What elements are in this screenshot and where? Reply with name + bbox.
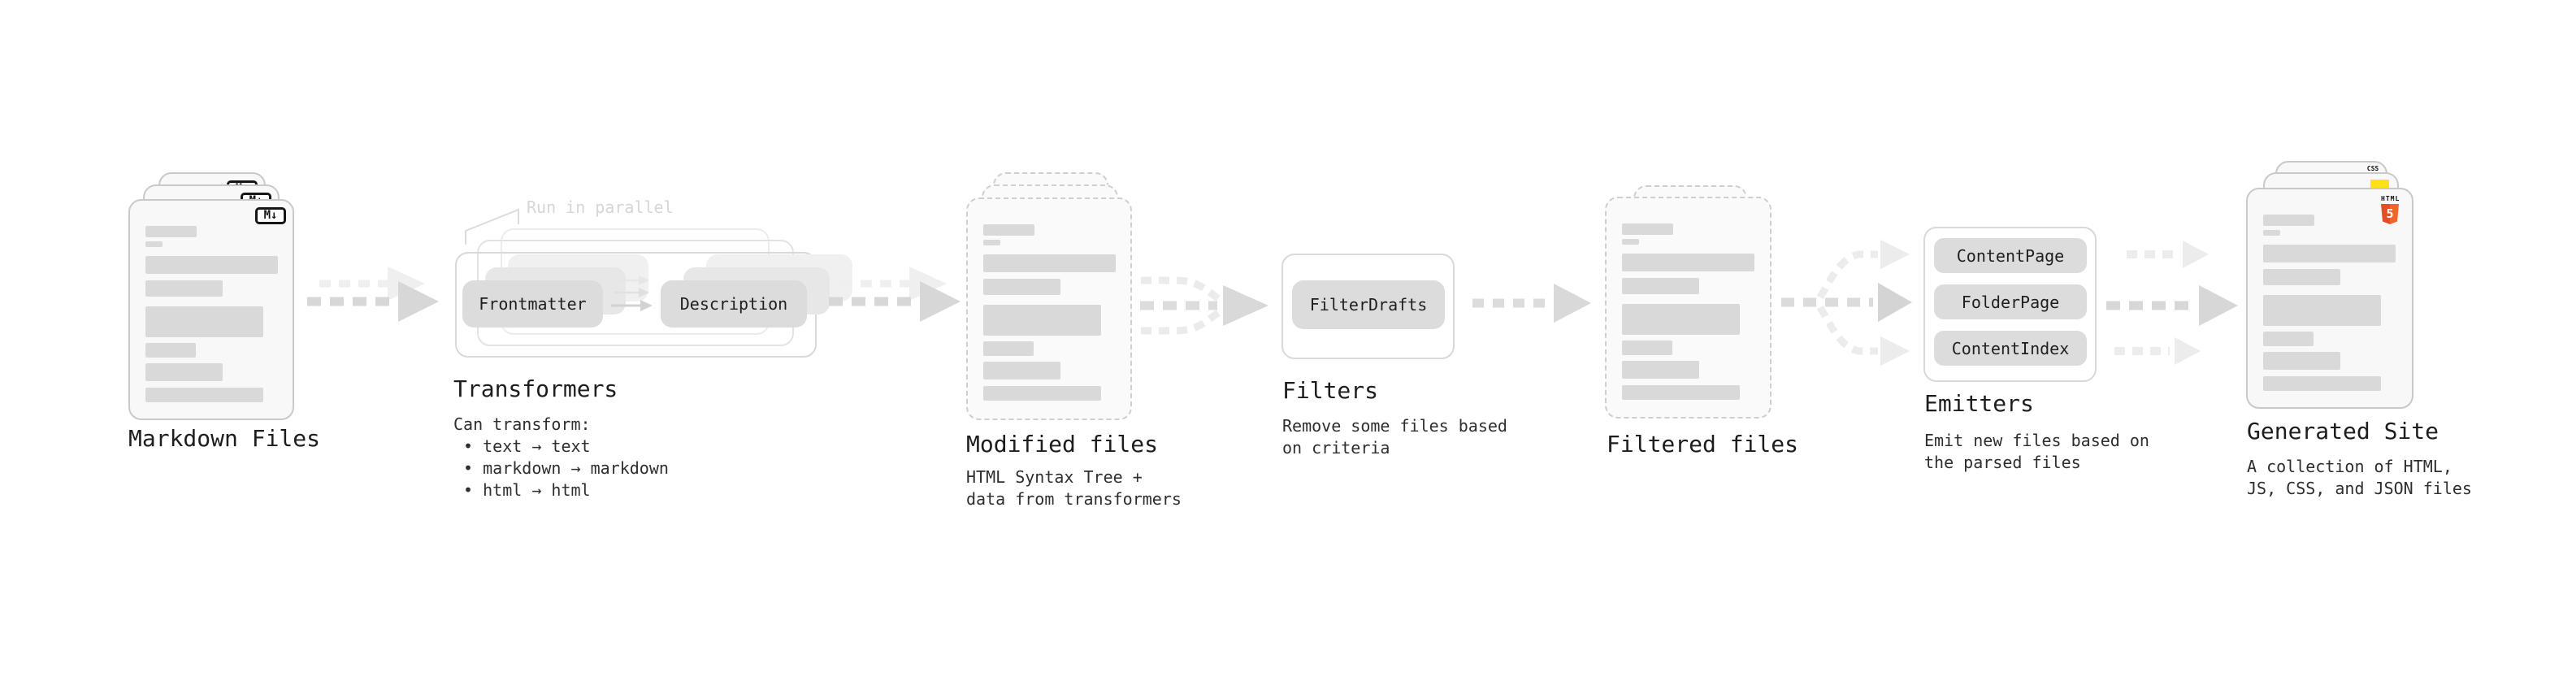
filters-description: Remove some files based on criteria xyxy=(1282,416,1507,458)
folderpage-pill: FolderPage xyxy=(1934,284,2087,319)
doc-content-placeholder xyxy=(145,226,280,402)
arrows-emitters-to-generated xyxy=(2106,241,2238,365)
contentindex-pill: ContentIndex xyxy=(1934,331,2087,366)
filtered-doc-front xyxy=(1605,197,1772,419)
modified-doc-front xyxy=(966,197,1132,420)
arrow-modified-to-filters xyxy=(1140,276,1268,335)
arrow-markdown-to-transformers xyxy=(307,267,439,322)
emitters-title: Emitters xyxy=(1924,390,2034,417)
generated-site-description: A collection of HTML, JS, CSS, and JSON … xyxy=(2247,457,2472,498)
doc-content-placeholder xyxy=(983,224,1118,401)
transformers-title: Transformers xyxy=(453,375,618,402)
doc-content-placeholder xyxy=(2263,215,2398,391)
modified-files-title: Modified files xyxy=(966,431,1159,458)
filters-title: Filters xyxy=(1282,377,1379,404)
description-pill: Description xyxy=(661,280,807,327)
filterdrafts-pill: FilterDrafts xyxy=(1292,280,1445,329)
html5-icon: HTML 5 xyxy=(2381,196,2399,224)
contentpage-pill: ContentPage xyxy=(1934,238,2087,273)
arrow-filters-to-filtered xyxy=(1472,284,1591,323)
markdown-files-title: Markdown Files xyxy=(128,425,321,452)
markdown-icon: M↓ xyxy=(255,207,286,224)
modified-files-description: HTML Syntax Tree + data from transformer… xyxy=(966,467,1182,509)
javascript-icon xyxy=(2370,180,2389,188)
run-in-parallel-callout: Run in parallel xyxy=(527,197,674,217)
doc-content-placeholder xyxy=(1622,223,1757,400)
emitters-description: Emit new files based on the parsed files xyxy=(1924,431,2149,472)
markdown-doc-front: M↓ xyxy=(128,199,294,420)
frontmatter-pill: Frontmatter xyxy=(462,280,603,327)
generated-site-title: Generated Site xyxy=(2247,418,2439,445)
transformers-description: Can transform: • text → text • markdown … xyxy=(453,414,669,500)
generated-doc-html: HTML 5 xyxy=(2246,188,2413,409)
filtered-files-title: Filtered files xyxy=(1607,431,1799,458)
arrow-filtered-to-emitters xyxy=(1781,240,1912,366)
